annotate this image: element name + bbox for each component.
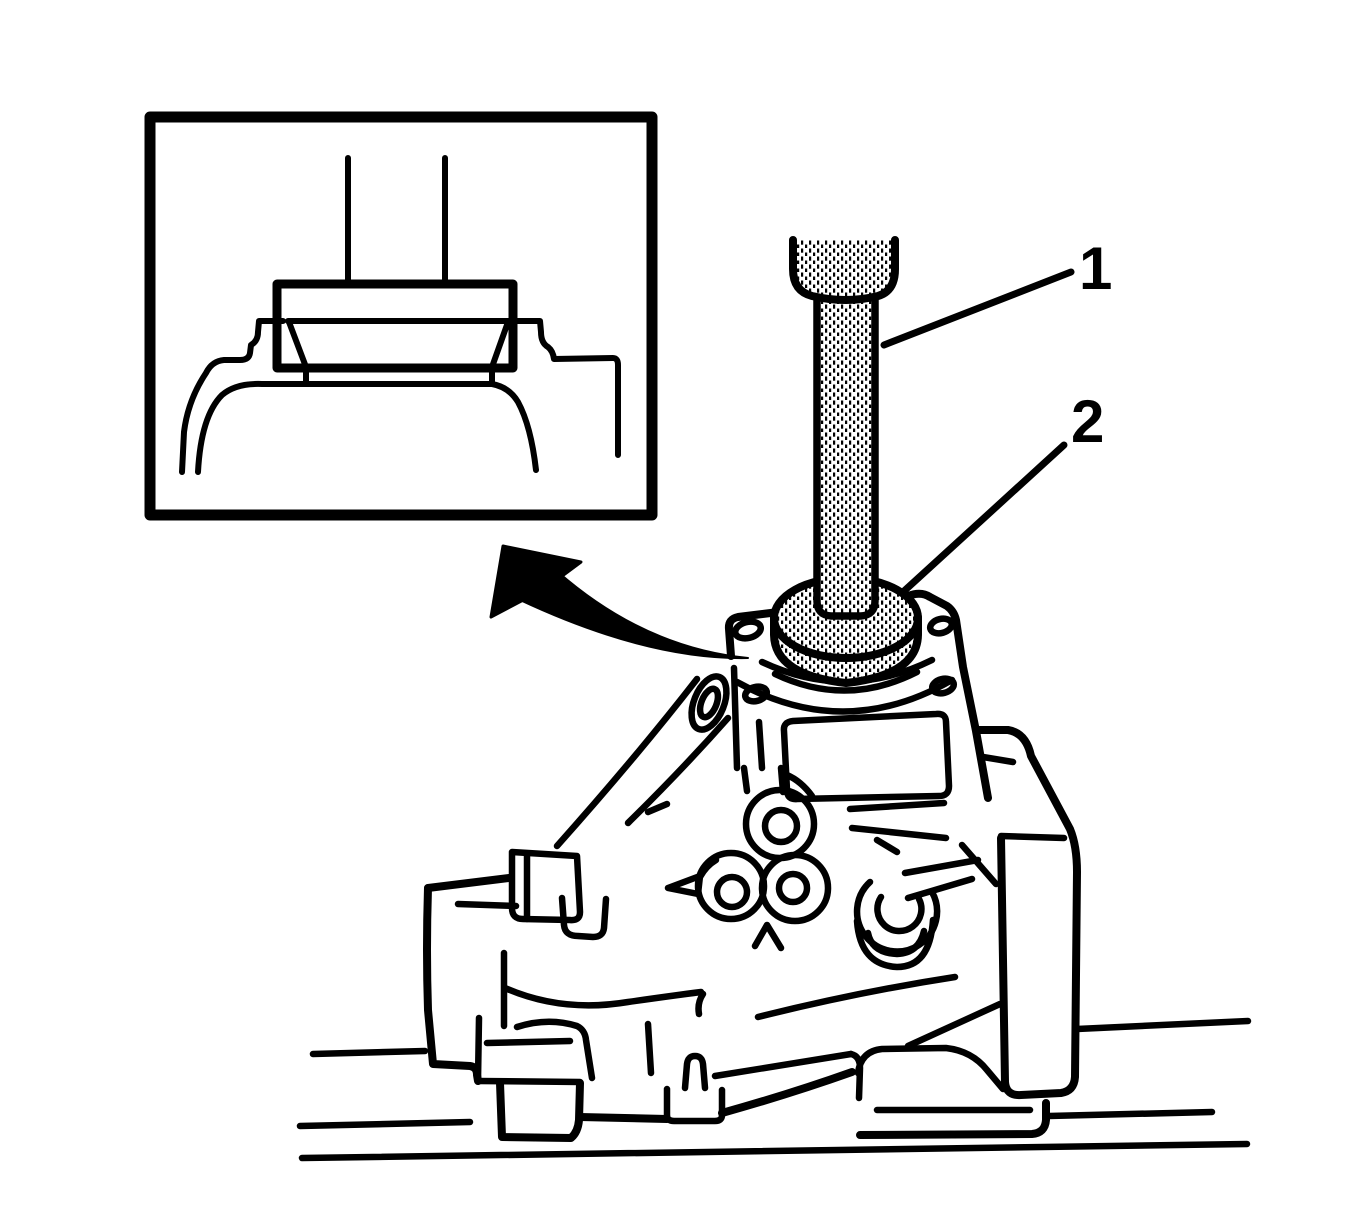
inset-detail-box [144, 111, 658, 521]
boss-ring-left-hole [713, 873, 751, 911]
transaxle-case [423, 589, 1081, 1142]
pan-top-edge [474, 1077, 584, 1086]
pan-line [483, 1037, 574, 1047]
callout-2-label: 2 [1071, 388, 1104, 455]
tool-cap [789, 236, 899, 304]
oil-pan [474, 949, 1050, 1142]
pan-step-vertical [474, 1014, 483, 1084]
flange-bracket-line [755, 718, 766, 772]
inset-case-profile-left-inner [195, 380, 309, 475]
inset-seal-side [286, 319, 309, 370]
pan-flange-upper [711, 1050, 855, 1080]
boss-wedge [664, 872, 704, 898]
callouts: 1 2 [880, 235, 1112, 596]
right-block-outline [973, 726, 1081, 1100]
bench-line [298, 1140, 1251, 1162]
callout-1-leader [880, 268, 1075, 349]
teardrop-boss-hole [696, 685, 722, 721]
seal-cross-section [179, 155, 621, 475]
bench-line [309, 1047, 429, 1058]
rib-line [873, 836, 901, 856]
case-crease [754, 973, 959, 1021]
left-face-line [454, 900, 520, 910]
pan-flange-step [513, 1018, 596, 1082]
flange-bolt-hole [731, 618, 765, 642]
body-crease-long [501, 984, 705, 1009]
seal-bore-arc [771, 668, 921, 694]
pan-flange-lower [718, 1068, 856, 1117]
tool-shaft [813, 278, 879, 620]
pan-clip [681, 1052, 709, 1092]
inset-case-profile-right [510, 318, 621, 458]
boss-wedge-arc [696, 856, 720, 881]
pan-bottom-right [856, 1099, 1050, 1139]
bench-line [296, 1118, 474, 1130]
case-crease [904, 1000, 1004, 1050]
left-block-outline [423, 884, 482, 1085]
c-boss-inner [874, 893, 925, 935]
top-flange-pad [724, 589, 992, 802]
rib-line [904, 875, 976, 902]
body-crease-hook [695, 990, 707, 1018]
rib-line [848, 824, 950, 842]
flange-bolt-hole [741, 683, 771, 705]
flange-bolt-hole [926, 615, 956, 637]
bench-line [1073, 1017, 1252, 1033]
mount-lug-lower [558, 894, 610, 941]
boss-ring-right-hole [775, 870, 811, 906]
ridge-rib-dash [644, 800, 671, 816]
pan-deep-section [496, 1079, 584, 1142]
flange-bracket-line [730, 664, 741, 772]
inset-case-profile-right-inner [489, 381, 539, 473]
chevron-mark [751, 921, 785, 952]
bench-line [1045, 1108, 1216, 1120]
inset-case-profile-left [179, 318, 286, 475]
inset-border [144, 111, 658, 521]
c-boss-cup [853, 916, 937, 971]
drain-boss [663, 1085, 726, 1125]
installer-tool [770, 236, 922, 687]
pan-tick [644, 1020, 655, 1077]
mount-lug [508, 848, 584, 924]
right-block-step [997, 832, 1068, 842]
rib-line [901, 856, 982, 877]
arrow-body [519, 571, 749, 660]
seal-bore-arc [733, 676, 956, 715]
bench-surface-lines [296, 1017, 1252, 1162]
rib-line [958, 841, 1000, 888]
callout-2-leader [899, 441, 1068, 596]
rib-line [846, 799, 948, 813]
boss-neck-line [740, 764, 751, 795]
cover-window [780, 710, 953, 803]
boss-ring-right [758, 851, 832, 925]
inset-seal-side [489, 319, 511, 370]
flange-outline [724, 589, 992, 802]
c-boss-cup-inner [864, 927, 928, 958]
inset-installer-plate [272, 279, 518, 373]
teardrop-boss [688, 673, 730, 733]
curved-arrow [489, 544, 749, 660]
boss-ring-top-hole [761, 806, 801, 846]
pan-bottom-mid [576, 1113, 671, 1123]
ridge-rib-outer [553, 675, 701, 850]
ridge-rib-inner [624, 714, 732, 827]
boss-ring-top [742, 786, 818, 862]
window-tick [979, 753, 1017, 766]
pan-right-step [854, 1044, 1007, 1093]
inset-seal-seat [303, 365, 495, 387]
callout-1-label: 1 [1079, 235, 1112, 302]
left-block-top-edge [424, 874, 513, 892]
